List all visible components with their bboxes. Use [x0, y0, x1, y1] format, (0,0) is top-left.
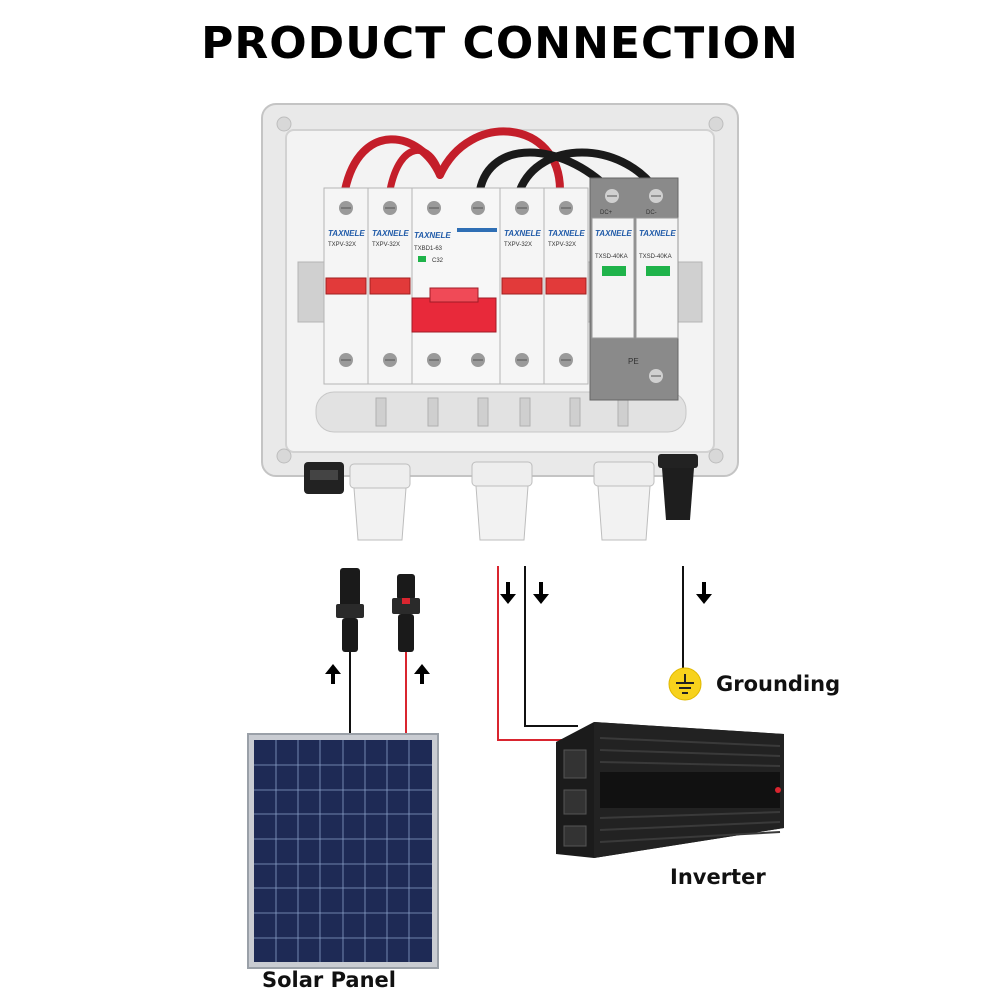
spd-model: TXSD-40KA	[595, 254, 628, 260]
breaker-brand: TAXNELE	[548, 229, 585, 238]
solar-panel-label: Solar Panel	[262, 968, 396, 992]
spd-dc-minus: DC-	[646, 210, 657, 216]
circuit-breaker: TAXNELE TXPV-32X	[543, 187, 589, 385]
page-title: PRODUCT CONNECTION	[201, 18, 799, 69]
breaker-brand: TAXNELE	[328, 229, 365, 238]
surge-protection-device: DC+ DC- TAXNELE TAXNELE TXSD-40KA TXSD-4…	[589, 177, 679, 401]
circuit-breaker: TAXNELE TXPV-32X	[499, 187, 545, 385]
dc-isolator-switch: TAXNELE TXBD1-63 C32	[411, 187, 501, 385]
breaker-brand: TAXNELE	[504, 229, 541, 238]
breaker-model: TXPV-32X	[328, 242, 356, 248]
mc4-connector	[336, 568, 364, 652]
breaker-brand: TAXNELE	[372, 229, 409, 238]
spd-model: TXSD-40KA	[639, 254, 672, 260]
isolator-rating: C32	[432, 258, 444, 264]
internal-wires	[341, 127, 660, 194]
mc4-connector	[392, 574, 420, 652]
grounding-label: Grounding	[716, 672, 841, 696]
inverter	[556, 722, 784, 858]
spd-pe: PE	[628, 357, 639, 366]
breaker-model: TXPV-32X	[372, 242, 400, 248]
cable-glands	[304, 454, 698, 541]
arrow-up-icon	[325, 664, 341, 684]
arrow-down-icon	[533, 582, 549, 604]
inverter-label: Inverter	[670, 865, 766, 889]
breaker-model: TXPV-32X	[548, 242, 576, 248]
arrow-up-icon	[414, 664, 430, 684]
solar-cell-grid	[254, 740, 432, 962]
grounding-icon	[668, 667, 702, 701]
isolator-brand: TAXNELE	[414, 231, 451, 240]
solar-panel	[247, 733, 439, 969]
arrow-down-icon	[696, 582, 712, 604]
spd-dc-plus: DC+	[600, 210, 613, 216]
isolator-model: TXBD1-63	[414, 246, 443, 252]
spd-brand: TAXNELE	[595, 229, 632, 238]
arrow-down-icon	[500, 582, 516, 604]
circuit-breaker: TAXNELE TXPV-32X	[323, 187, 369, 385]
connection-wires	[349, 566, 684, 741]
circuit-breaker: TAXNELE TXPV-32X	[367, 187, 413, 385]
breaker-model: TXPV-32X	[504, 242, 532, 248]
spd-brand: TAXNELE	[639, 229, 676, 238]
